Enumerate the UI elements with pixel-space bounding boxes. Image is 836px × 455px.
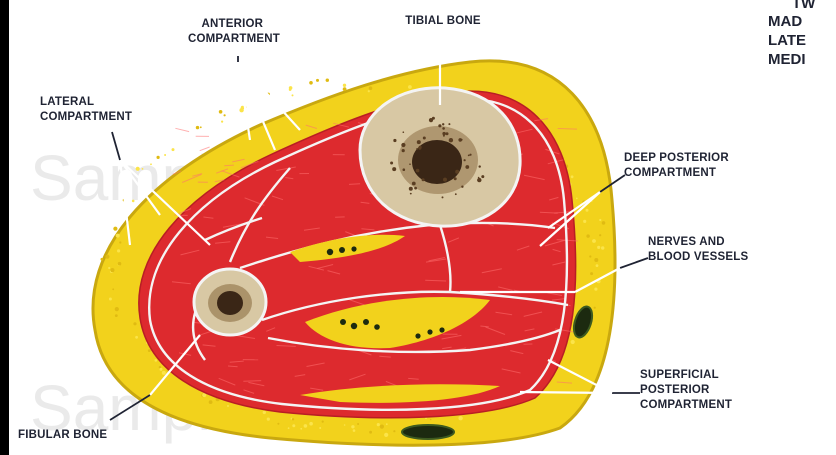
fibular-bone: [194, 269, 266, 335]
superficial-posterior-compartment-label: SUPERFICIAL POSTERIOR COMPARTMENT: [640, 369, 732, 411]
deep-posterior-compartment-label: DEEP POSTERIOR COMPARTMENT: [624, 152, 732, 179]
tibial-bone: [360, 88, 520, 226]
corner-text: TW MAD LATE MEDI: [768, 0, 820, 68]
left-frame-border: [0, 0, 9, 455]
lateral-compartment-label: LATERAL COMPARTMENT: [40, 96, 132, 123]
tibial-bone-label: TIBIAL BONE: [405, 15, 481, 27]
saphenous-vein-posterior: [402, 425, 454, 439]
fibular-bone-label: FIBULAR BONE: [18, 429, 107, 441]
anterior-compartment-label: ANTERIOR COMPARTMENT: [188, 18, 280, 45]
nerves-blood-vessels-label: NERVES AND BLOOD VESSELS: [648, 236, 748, 263]
